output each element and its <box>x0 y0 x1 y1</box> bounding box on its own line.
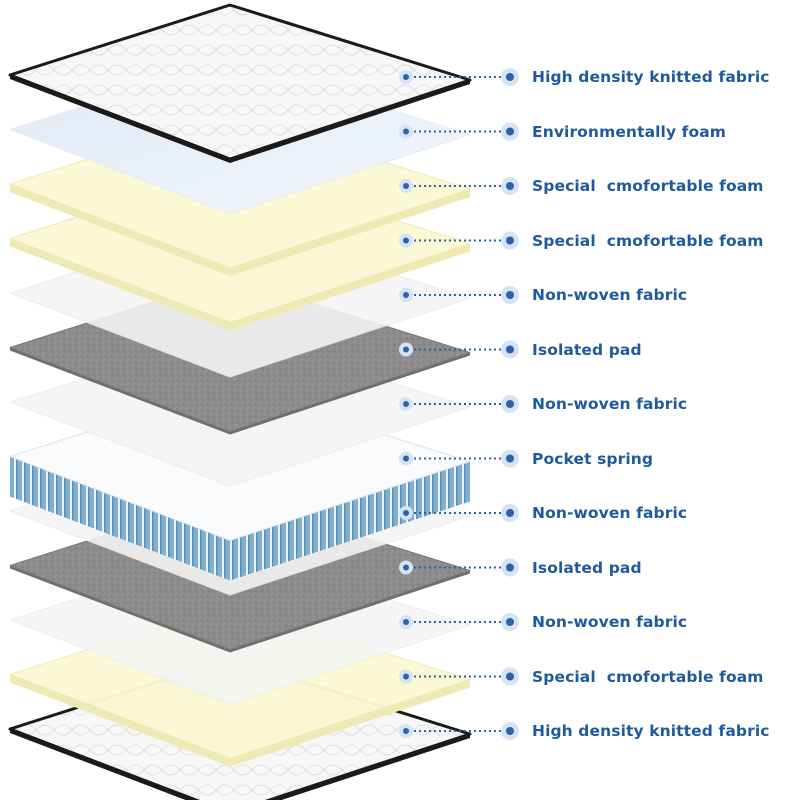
leader-line-6 <box>399 340 519 359</box>
leader-start-dot <box>403 673 409 680</box>
leader-end-dot <box>506 509 514 517</box>
leader-line-4 <box>399 231 519 250</box>
leader-start-dot <box>403 292 409 298</box>
layer-edge-front-right <box>230 461 470 581</box>
layer-edge-front-left <box>10 565 230 653</box>
leader-start-dot <box>403 128 409 135</box>
leader-line-9 <box>399 504 519 522</box>
leaders-group <box>399 68 519 740</box>
leader-start-dot <box>403 510 409 516</box>
leader-start-dot <box>403 74 409 80</box>
leader-start-dot <box>403 728 409 734</box>
layer-knitted-1 <box>8 3 472 163</box>
layer-edge-front-left <box>10 238 230 331</box>
leader-line-13 <box>399 722 519 740</box>
leader-end-dot <box>506 672 514 681</box>
leader-end-dot <box>506 400 514 408</box>
layer-edge-front-left <box>10 184 230 276</box>
leader-line-1 <box>399 68 519 86</box>
layer-edge-front-left <box>10 347 230 435</box>
leader-start-dot <box>403 346 409 353</box>
leader-line-8 <box>399 449 519 468</box>
leader-line-3 <box>399 177 519 195</box>
leader-line-2 <box>399 122 519 141</box>
leader-start-dot <box>403 564 409 571</box>
leader-end-dot <box>506 618 514 626</box>
leader-start-dot <box>403 619 409 625</box>
leader-end-dot <box>506 127 514 136</box>
layers-group <box>8 3 472 800</box>
layer-edge-front-right <box>230 570 470 653</box>
layer-edge-front-right <box>230 243 470 331</box>
leader-line-11 <box>399 613 519 631</box>
leader-end-dot <box>506 563 514 572</box>
leader-line-10 <box>399 558 519 577</box>
leader-end-dot <box>506 291 514 299</box>
layer-edge-front-left <box>10 674 230 767</box>
layer-edge-front-left <box>10 456 230 581</box>
leader-end-dot <box>506 236 514 245</box>
leader-end-dot <box>506 727 514 735</box>
layer-edge-front-right <box>230 679 470 767</box>
leader-start-dot <box>403 401 409 407</box>
leader-end-dot <box>506 345 514 354</box>
leader-end-dot <box>506 73 514 81</box>
leader-line-5 <box>399 286 519 304</box>
leader-line-7 <box>399 395 519 413</box>
leader-end-dot <box>506 454 514 463</box>
leader-start-dot <box>403 455 409 462</box>
leader-start-dot <box>403 237 409 244</box>
leader-start-dot <box>403 183 409 189</box>
layer-edge-front-right <box>230 352 470 435</box>
layer-surface <box>8 3 472 161</box>
leader-end-dot <box>506 182 514 190</box>
layer-edge-front-right <box>230 189 470 276</box>
leader-line-12 <box>399 667 519 686</box>
